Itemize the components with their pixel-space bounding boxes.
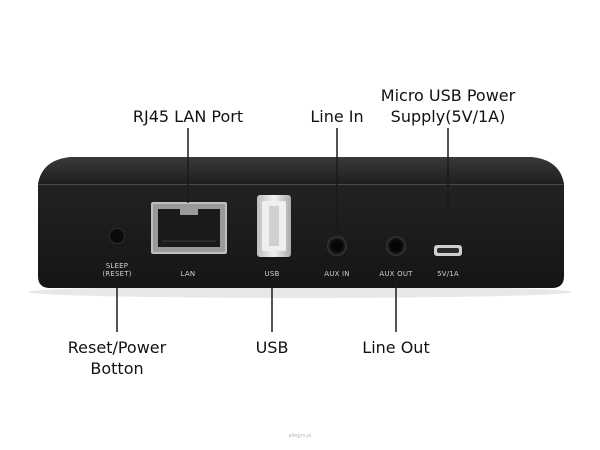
callout-line-in: Line In: [310, 107, 364, 126]
reset-button-hole: [109, 228, 125, 244]
panel-label-lan: LAN: [180, 270, 196, 278]
watermark-text: allegro.pl: [288, 433, 312, 439]
callout-power-supply: Micro USB Power Supply(5V/1A): [380, 86, 516, 126]
micro-usb-port: [434, 245, 462, 256]
device-shadow: [28, 286, 572, 298]
panel-label-usb: USB: [264, 270, 280, 278]
panel-label-aux-in: AUX IN: [324, 270, 350, 278]
callout-usb: USB: [255, 338, 289, 357]
lan-port: [151, 202, 227, 254]
callout-line-out: Line Out: [362, 338, 430, 357]
callout-reset-power-button: Reset/Power Botton: [67, 338, 167, 378]
panel-label-aux-out: AUX OUT: [379, 270, 413, 278]
callout-lan-port: RJ45 LAN Port: [132, 107, 244, 126]
panel-label-sleep-reset: SLEEP (RESET): [102, 262, 132, 278]
device-top-surface: [38, 157, 564, 184]
panel-label-power: 5V/1A: [437, 270, 459, 278]
usb-port: [257, 195, 291, 257]
